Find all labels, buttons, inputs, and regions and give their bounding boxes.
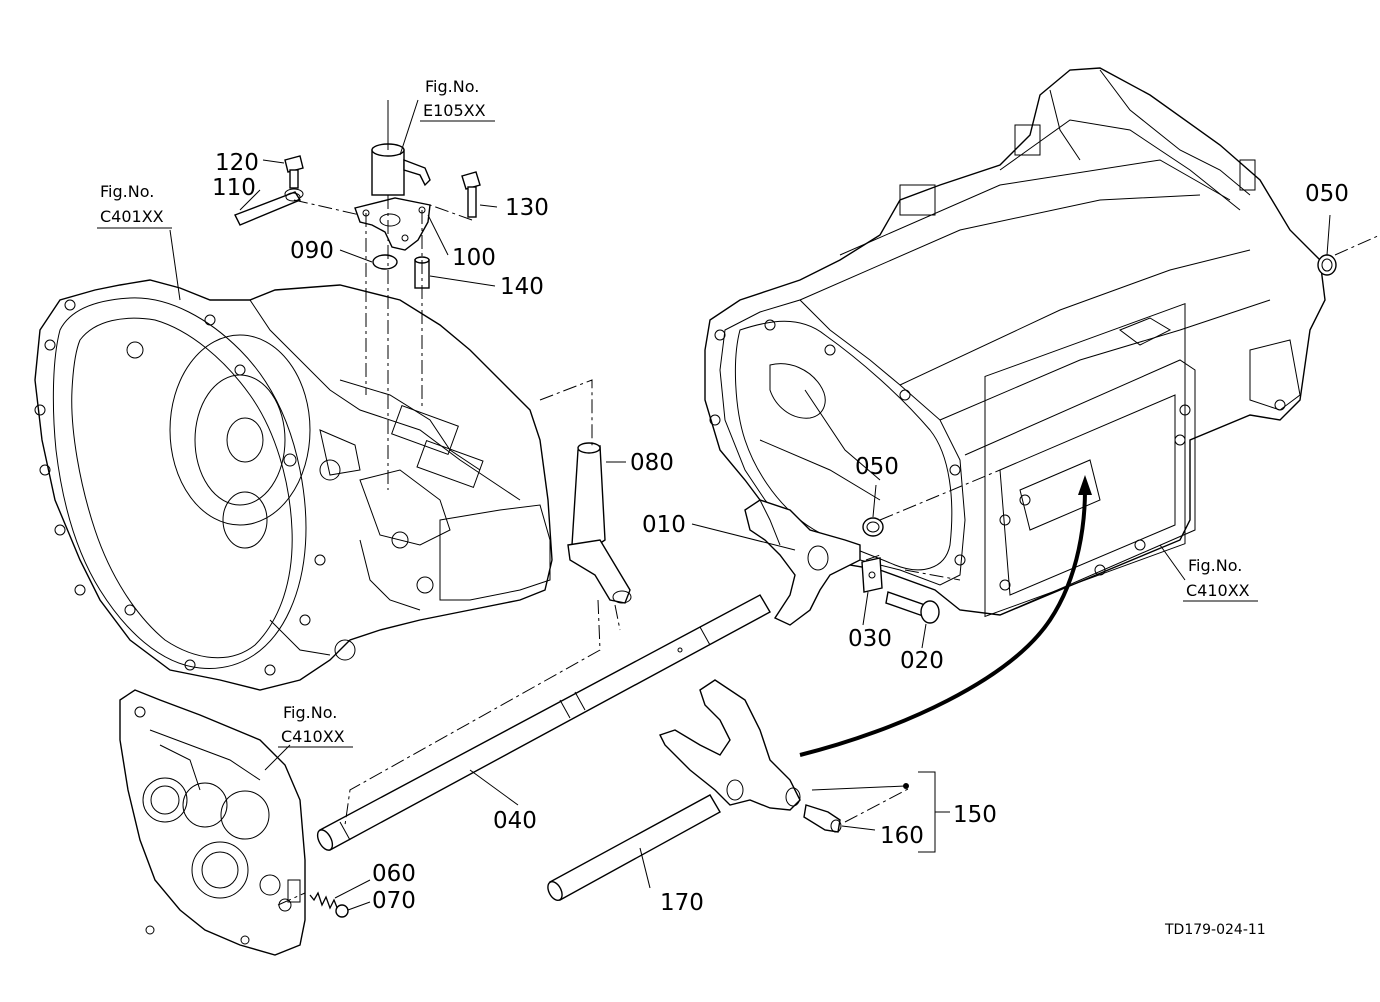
part-label-150: 150 — [953, 802, 997, 828]
arrow-head-icon — [1078, 475, 1092, 495]
fig-ref-e105-line2: E105XX — [423, 101, 486, 120]
drawing-code: TD179-024-11 — [1164, 922, 1266, 938]
fork-shaft-170 — [547, 794, 721, 901]
ball-070 — [335, 904, 349, 918]
part-label-030: 030 — [848, 626, 892, 652]
spring-060 — [309, 891, 339, 911]
bolt-020 — [885, 591, 940, 624]
fig-ref-c401-line2: C401XX — [100, 207, 164, 226]
part-label-120: 120 — [215, 150, 259, 176]
fig-ref-c410-left-line1: Fig.No. — [283, 703, 337, 722]
transmission-case-drawing — [704, 67, 1326, 618]
fig-ref-c401[interactable]: Fig.No. C401XX — [97, 182, 172, 229]
plate-110 — [234, 191, 302, 226]
part-label-100: 100 — [452, 245, 496, 271]
o-ring-090 — [372, 254, 398, 270]
part-label-020: 020 — [900, 648, 944, 674]
part-label-010: 010 — [642, 512, 686, 538]
fork-movement-arrow — [799, 489, 1087, 757]
fig-ref-e105[interactable]: Fig.No. E105XX — [420, 77, 495, 122]
part-label-050-top: 050 — [1305, 181, 1349, 207]
part-label-130: 130 — [505, 195, 549, 221]
part-label-070: 070 — [372, 888, 416, 914]
shift-fork-010 — [744, 499, 861, 626]
fig-ref-c410-right-line2: C410XX — [1186, 581, 1250, 600]
part-label-090: 090 — [290, 238, 334, 264]
assembly-centerlines — [277, 100, 1380, 906]
lock-plate-030 — [861, 557, 883, 593]
part-label-110: 110 — [212, 175, 256, 201]
fig-ref-c410-right-line1: Fig.No. — [1188, 556, 1242, 575]
front-cover-drawing — [119, 689, 306, 956]
pin-160 — [803, 804, 842, 833]
fig-ref-c401-line1: Fig.No. — [100, 182, 154, 201]
circlip-050-top — [1317, 254, 1337, 276]
fig-ref-c410-left-line2: C410XX — [281, 727, 345, 746]
shift-fork-150 — [659, 679, 801, 811]
clutch-housing-drawing — [34, 279, 553, 691]
part-label-040: 040 — [493, 808, 537, 834]
shift-shaft-040 — [316, 594, 771, 851]
part-label-050-mid: 050 — [855, 454, 899, 480]
part-label-080: 080 — [630, 450, 674, 476]
part-label-060: 060 — [372, 861, 416, 887]
fig-ref-e105-line1: Fig.No. — [425, 77, 479, 96]
bolt-130 — [461, 171, 481, 218]
part-label-170: 170 — [660, 890, 704, 916]
fig-ref-c410-right[interactable]: Fig.No. C410XX — [1183, 556, 1258, 602]
part-label-160: 160 — [880, 823, 924, 849]
shift-arm-080 — [567, 442, 632, 604]
circlip-050-mid — [862, 517, 884, 537]
fig-ref-c410-left[interactable]: Fig.No. C410XX — [278, 703, 353, 748]
part-label-140: 140 — [500, 274, 544, 300]
leader-lines — [169, 99, 1331, 911]
